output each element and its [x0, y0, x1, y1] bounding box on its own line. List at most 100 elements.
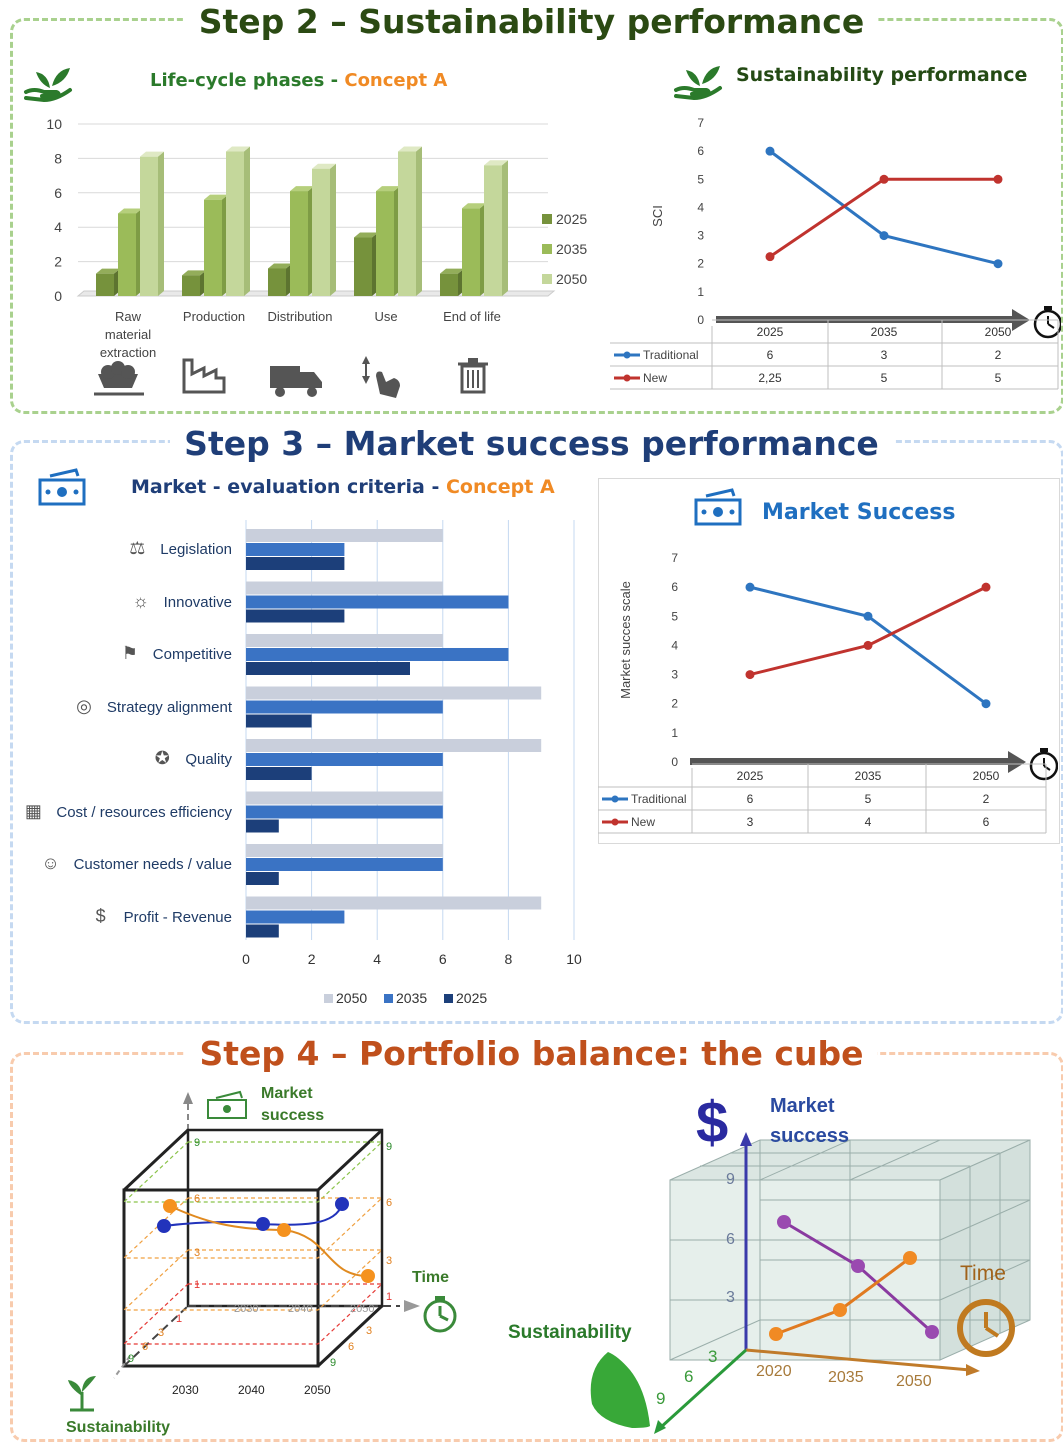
series-line-new — [749, 585, 987, 677]
hand-use-icon — [362, 356, 400, 398]
bar-2025 — [246, 557, 345, 570]
series-line-new — [769, 177, 998, 258]
tick-label: 9 — [726, 1171, 735, 1188]
bar-top — [140, 151, 164, 157]
traditional-point — [335, 1197, 349, 1211]
dollar-icon: $ — [95, 905, 106, 926]
traditional-point — [777, 1215, 791, 1229]
level-label: 1 — [386, 1291, 392, 1303]
y-tick-label: 6 — [54, 185, 62, 201]
point-traditional — [879, 231, 889, 241]
y-tick-label: 7 — [697, 116, 704, 130]
year-label: 2040 — [238, 1383, 265, 1397]
y-axis-label: SCI — [650, 205, 665, 227]
level-label: 6 — [348, 1341, 354, 1353]
table-row-label: New — [631, 815, 655, 829]
ore-cart-icon — [94, 361, 144, 396]
table-cell: 2,25 — [758, 371, 782, 385]
criterion-label: ⚑Competitive — [119, 643, 232, 664]
point-traditional — [765, 146, 775, 156]
x-tick-label: 2025 — [757, 325, 784, 339]
right-axis-market-line2: success — [770, 1125, 849, 1147]
time-arrow — [690, 758, 1008, 765]
x-tick-label: 2 — [308, 951, 316, 967]
x-tick-label: 2025 — [737, 769, 764, 783]
table-cell: 3 — [747, 815, 754, 829]
sprout-icon — [68, 1376, 96, 1412]
left-axis-market-line1: Market — [261, 1085, 313, 1102]
year-label: 2050 — [304, 1383, 331, 1397]
y-tick-label: 4 — [697, 200, 704, 214]
bar-top — [312, 163, 336, 169]
award-icon: ✪ — [154, 748, 170, 768]
level-label: 6 — [142, 1341, 148, 1353]
sustainability-chart-title: Sustainability performance — [736, 64, 1028, 86]
category-label: material — [105, 327, 151, 342]
y-tick-label: 6 — [697, 144, 704, 158]
y-tick-label: 0 — [697, 313, 704, 327]
target-icon: ◎ — [76, 695, 92, 716]
step2-title: Step 2 – Sustainability performance — [0, 2, 1063, 41]
legend-swatch — [542, 274, 552, 284]
bar-top — [398, 146, 422, 152]
year-label: 2030 — [172, 1383, 199, 1397]
year-label: 2035 — [828, 1369, 864, 1386]
legend-marker — [611, 818, 619, 826]
legend-swatch — [542, 214, 552, 224]
bar-2050 — [246, 581, 443, 595]
bar-2035 — [118, 213, 136, 296]
x-tick-label: 2035 — [855, 769, 882, 783]
category-label: Raw — [115, 309, 142, 324]
new-point — [277, 1223, 291, 1237]
table-row-label: Traditional — [643, 348, 699, 362]
table-cell: 5 — [995, 371, 1002, 385]
level-label: 1 — [194, 1279, 200, 1291]
bar-side — [416, 146, 422, 296]
clock-icon — [957, 1299, 1015, 1357]
y-tick-label: 5 — [697, 172, 704, 186]
bar-top — [290, 186, 314, 192]
bar-2050 — [246, 634, 443, 647]
y-axis-label: Market succes scale — [618, 581, 633, 699]
bar-2050 — [246, 686, 542, 700]
bar-top — [484, 160, 508, 166]
category-label: End of life — [443, 309, 501, 324]
level-label: 3 — [366, 1325, 372, 1337]
level-label: 3 — [386, 1255, 392, 1267]
year-label: 2020 — [756, 1363, 792, 1380]
year-label: 2050 — [350, 1303, 374, 1315]
x-tick-label: 2035 — [871, 325, 898, 339]
lifecycle-chart-title: Life-cycle phases - Concept A — [150, 70, 448, 91]
x-tick-label: 10 — [566, 951, 582, 967]
series-line-traditional — [769, 149, 999, 266]
new-point — [361, 1269, 375, 1283]
bar-top — [462, 203, 486, 209]
tick-label: 6 — [684, 1367, 693, 1386]
y-tick-label: 1 — [671, 726, 678, 740]
bar-side — [502, 160, 508, 296]
right-axis-sustainability: Sustainability — [508, 1322, 632, 1343]
traditional-point — [157, 1219, 171, 1233]
y-tick-label: 8 — [54, 150, 62, 166]
bar-top — [204, 194, 228, 200]
level-label: 6 — [194, 1193, 200, 1205]
bar-top — [96, 268, 120, 274]
y-tick-label: 2 — [54, 254, 62, 270]
y-tick-label: 7 — [671, 551, 678, 565]
table-row-label: New — [643, 371, 667, 385]
bar-2025 — [246, 662, 410, 675]
point-new — [863, 640, 873, 650]
legend-label: 2025 — [456, 990, 487, 1006]
criterion-label: ✪Quality — [151, 748, 232, 769]
bar-2025 — [268, 268, 286, 296]
tick-label: 9 — [656, 1389, 665, 1408]
time-arrow-head — [1008, 751, 1026, 773]
legend-swatch — [324, 994, 333, 1003]
bar-2025 — [246, 872, 279, 885]
point-traditional — [981, 699, 991, 709]
y-tick-label: 2 — [671, 697, 678, 711]
point-new — [993, 174, 1003, 184]
